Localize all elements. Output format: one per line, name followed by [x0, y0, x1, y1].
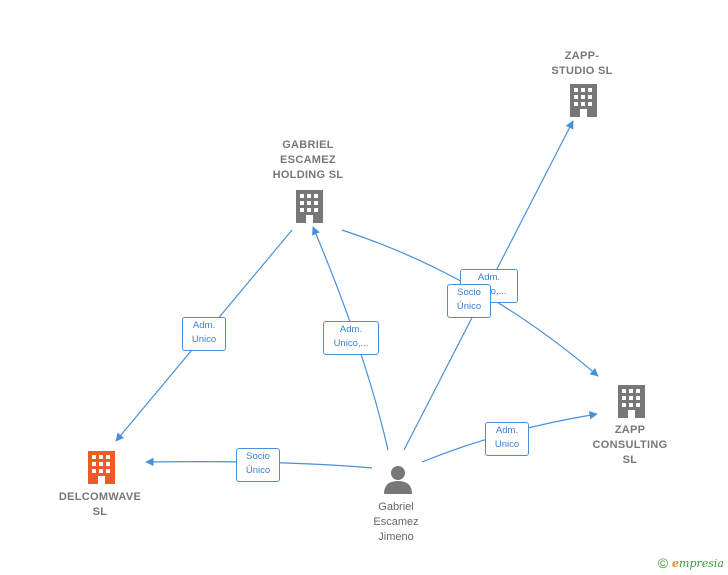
person-icon[interactable]: [384, 466, 412, 494]
edge-label-person-delcomwave[interactable]: Socio Único: [236, 448, 280, 482]
edge-label-holding-zapp-consulting[interactable]: Socio Único: [447, 284, 491, 318]
node-label-zapp-studio[interactable]: ZAPP- STUDIO SL: [551, 50, 613, 77]
copyright-icon: ©: [657, 555, 669, 571]
building-icon-highlighted[interactable]: [88, 451, 115, 484]
building-icon[interactable]: [296, 190, 323, 223]
edge-label-person-zapp-consulting[interactable]: Adm. Unico: [485, 422, 529, 456]
node-label-gabriel-escamez-holding[interactable]: GABRIEL ESCAMEZ HOLDING SL: [272, 139, 344, 181]
edge-label-holding-delcomwave[interactable]: Adm. Unico: [182, 317, 226, 351]
footer-brand: © empresia: [658, 555, 724, 571]
building-icon[interactable]: [570, 84, 597, 117]
node-label-zapp-consulting[interactable]: ZAPP CONSULTING SL: [592, 424, 668, 466]
brand-logo[interactable]: empresia: [672, 556, 724, 570]
node-label-person[interactable]: Gabriel Escamez Jimeno: [373, 501, 419, 543]
node-label-delcomwave[interactable]: DELCOMWAVE SL: [58, 491, 142, 518]
building-icon[interactable]: [618, 385, 645, 418]
edge-label-person-holding[interactable]: Adm. Unico,...: [323, 321, 379, 355]
